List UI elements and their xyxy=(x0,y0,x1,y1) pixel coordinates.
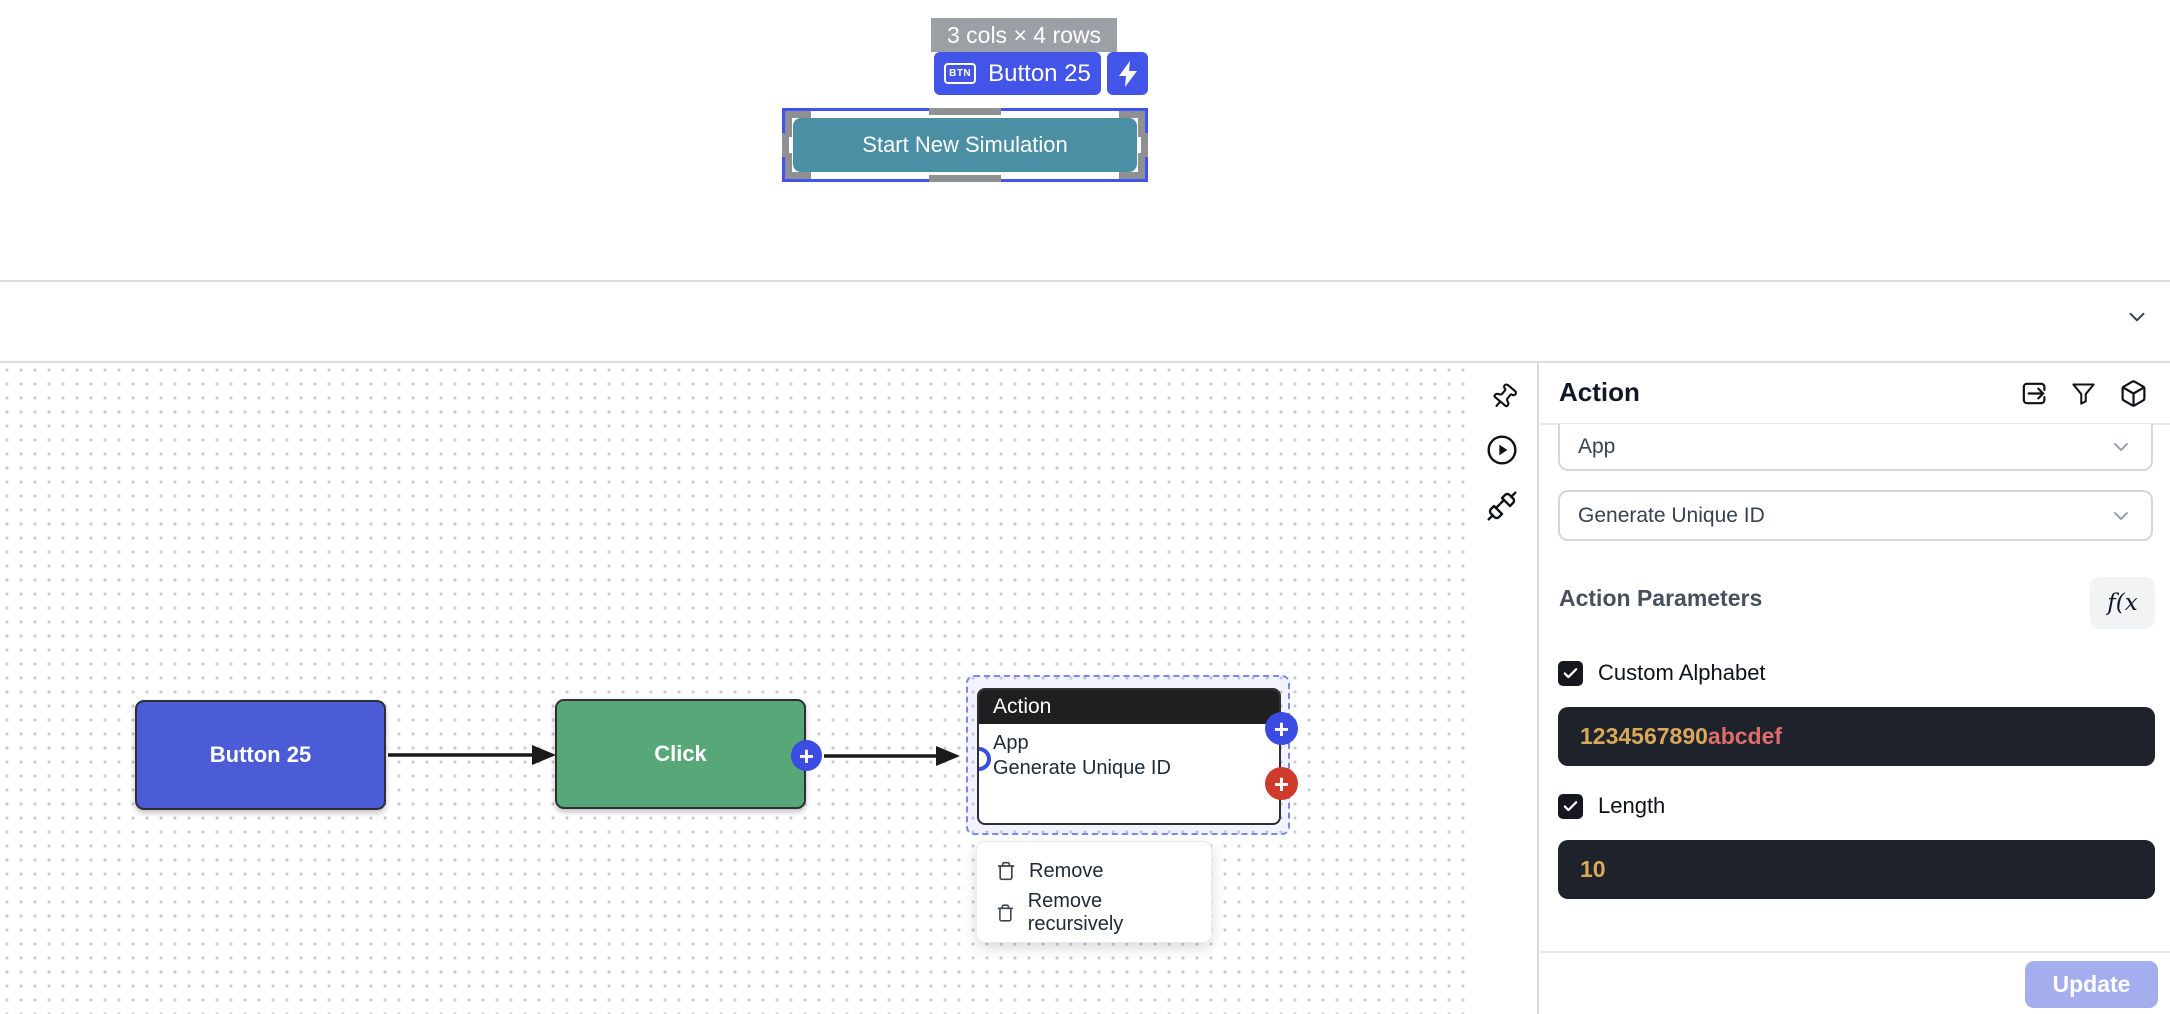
custom-alphabet-label: Custom Alphabet xyxy=(1598,660,1766,685)
open-in-editor-button[interactable] xyxy=(2019,379,2048,408)
custom-alphabet-checkbox[interactable] xyxy=(1558,660,1583,686)
context-menu-item-remove-recursively[interactable]: Remove recursively xyxy=(977,890,1211,935)
selected-widget-frame[interactable]: Start New Simulation xyxy=(782,108,1148,182)
flow-node-click[interactable]: Click xyxy=(555,699,806,809)
filter-icon xyxy=(2072,383,2095,405)
lightning-icon xyxy=(1118,60,1137,87)
add-success-branch-button[interactable]: + xyxy=(1265,712,1298,745)
chevron-down-icon xyxy=(2114,442,2128,451)
action-node-app: App xyxy=(993,732,1029,754)
divider-top xyxy=(0,280,2170,282)
length-value: 10 xyxy=(1580,856,1606,882)
app-select[interactable]: App xyxy=(1558,424,2153,471)
context-menu: Remove Remove recursively xyxy=(976,841,1212,943)
length-checkbox[interactable] xyxy=(1558,793,1583,819)
alphabet-letters: abcdef xyxy=(1707,723,1783,749)
inspector-panel: Action App xyxy=(1537,363,2170,1014)
widget-button-label: Button 25 xyxy=(988,59,1091,87)
package-button[interactable] xyxy=(2119,379,2148,408)
flow-canvas[interactable]: Button 25 Click + Action App Generate Un… xyxy=(0,363,1537,1014)
action-parameters-title: Action Parameters xyxy=(1559,585,1763,611)
chevron-down-icon xyxy=(2114,511,2128,520)
flow-edges xyxy=(388,745,960,766)
resize-handle-bottom-right[interactable] xyxy=(1119,153,1145,179)
btn-badge-icon: BTN xyxy=(944,63,977,84)
input-port[interactable] xyxy=(979,747,991,771)
action-node-header: Action xyxy=(979,690,1279,724)
widget-button-25[interactable]: BTN Button 25 xyxy=(934,52,1101,95)
app-select-value: App xyxy=(1578,434,1616,458)
resize-handle-right[interactable] xyxy=(1141,133,1148,157)
resize-handle-top-left[interactable] xyxy=(785,111,811,137)
resize-handle-bottom-left[interactable] xyxy=(785,153,811,179)
action-node-action: Generate Unique ID xyxy=(993,757,1171,779)
chevron-down-icon xyxy=(2129,312,2145,322)
resize-handle-top[interactable] xyxy=(929,108,1001,115)
update-button[interactable]: Update xyxy=(2025,961,2158,1008)
context-menu-item-remove[interactable]: Remove xyxy=(977,850,1211,892)
fx-expression-button[interactable]: f(x xyxy=(2090,577,2155,629)
flow-node-action-selection[interactable]: Action App Generate Unique ID xyxy=(966,675,1290,835)
collapse-panel-toggle[interactable] xyxy=(2122,304,2152,330)
custom-alphabet-row: Custom Alphabet xyxy=(1558,660,1766,686)
add-node-button[interactable]: + xyxy=(791,740,822,771)
canvas-side-toolbar xyxy=(1470,363,1536,1014)
length-row: Length xyxy=(1558,793,1665,819)
length-input[interactable]: 10 xyxy=(1558,840,2155,899)
context-menu-label: Remove recursively xyxy=(1027,890,1124,935)
grid-size-tooltip: 3 cols × 4 rows xyxy=(931,18,1117,52)
pin-icon xyxy=(1493,383,1517,408)
length-label: Length xyxy=(1598,793,1666,818)
check-icon xyxy=(1563,667,1578,678)
action-select[interactable]: Generate Unique ID xyxy=(1558,490,2153,541)
trash-icon xyxy=(997,904,1014,922)
run-button[interactable] xyxy=(1486,434,1518,466)
alphabet-digits: 1234567890 xyxy=(1580,723,1708,749)
plug-icon xyxy=(1487,491,1517,521)
panel-title: Action xyxy=(1559,377,1640,407)
trash-icon xyxy=(997,861,1015,881)
connections-button[interactable] xyxy=(1486,490,1518,522)
check-icon xyxy=(1563,800,1578,811)
action-node-body: App Generate Unique ID xyxy=(979,724,1279,788)
add-error-branch-button[interactable]: + xyxy=(1265,767,1298,800)
panel-footer-divider xyxy=(1541,951,2170,953)
pin-panel-button[interactable] xyxy=(1490,383,1518,411)
package-icon xyxy=(2121,380,2146,407)
start-new-simulation-button[interactable]: Start New Simulation xyxy=(793,118,1137,172)
resize-handle-bottom[interactable] xyxy=(929,175,1001,182)
enter-icon xyxy=(2022,382,2046,405)
lightning-button[interactable] xyxy=(1107,52,1148,95)
panel-header-actions xyxy=(2019,379,2148,408)
flow-node-action[interactable]: Action App Generate Unique ID xyxy=(977,688,1281,825)
resize-handle-left[interactable] xyxy=(782,133,789,157)
flow-node-button[interactable]: Button 25 xyxy=(135,700,386,810)
filter-button[interactable] xyxy=(2070,380,2097,407)
action-select-value: Generate Unique ID xyxy=(1578,503,1765,527)
resize-handle-top-right[interactable] xyxy=(1119,111,1145,137)
play-circle-icon xyxy=(1487,435,1517,465)
context-menu-label: Remove xyxy=(1029,859,1104,882)
divider-canvas-top xyxy=(0,361,2170,363)
